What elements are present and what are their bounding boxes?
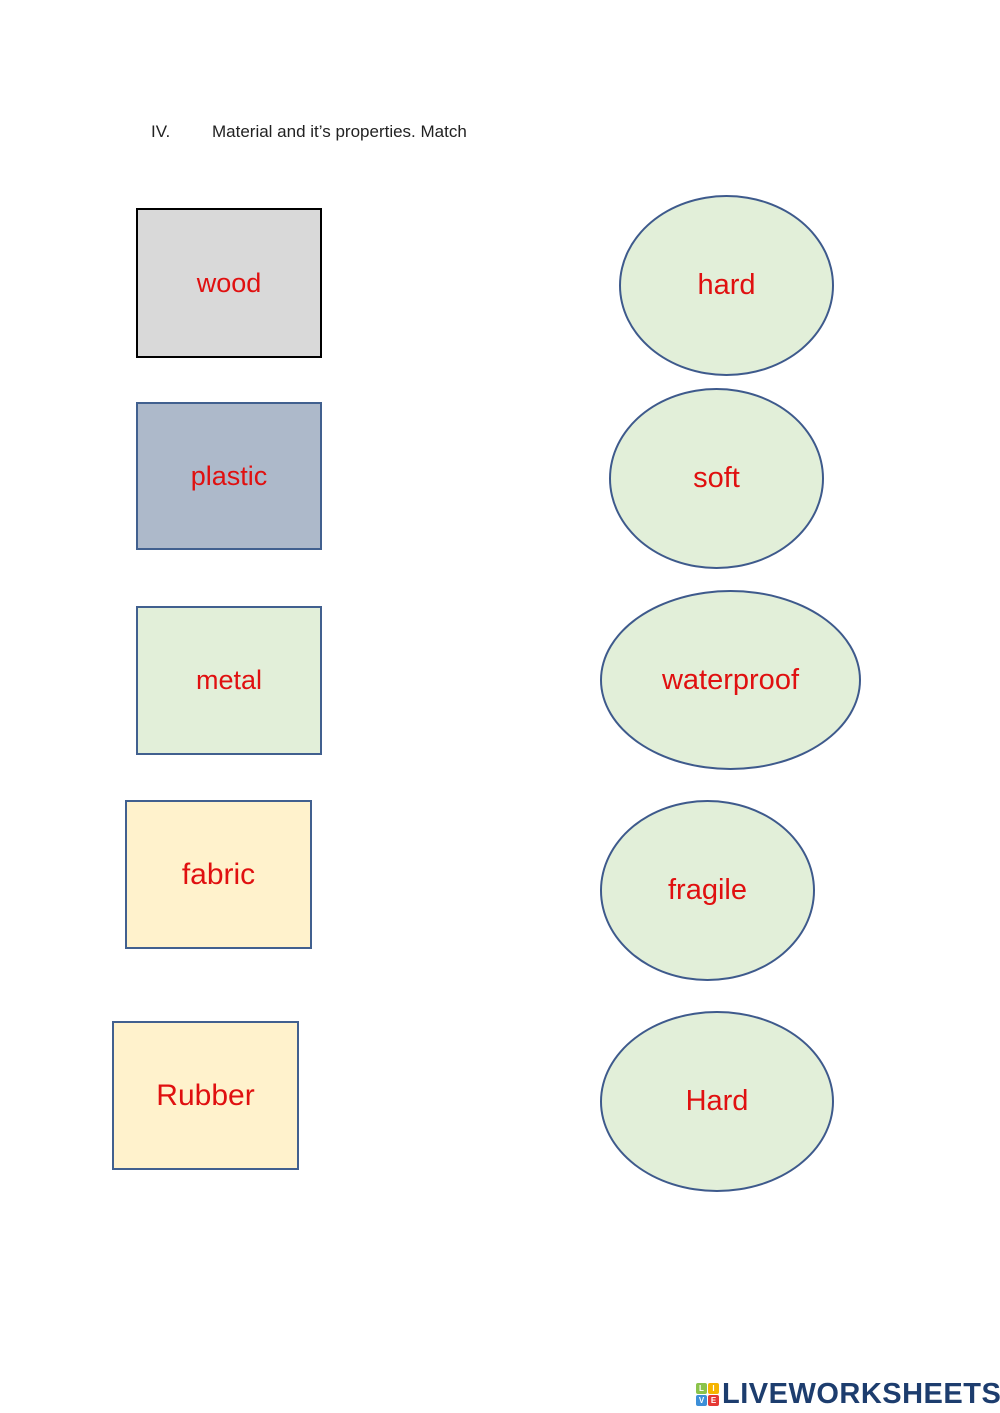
property-ellipse-hard-2[interactable]: Hard [600, 1011, 834, 1192]
live-blocks-icon: L I V E [696, 1383, 719, 1406]
property-ellipse-fragile[interactable]: fragile [600, 800, 815, 981]
material-box-wood[interactable]: wood [136, 208, 322, 358]
exercise-instruction: Material and it’s properties. Match [212, 122, 467, 141]
property-ellipse-hard[interactable]: hard [619, 195, 834, 376]
property-ellipse-soft[interactable]: soft [609, 388, 824, 569]
material-box-metal[interactable]: metal [136, 606, 322, 755]
material-label: Rubber [156, 1078, 255, 1112]
material-label: wood [196, 267, 262, 298]
exercise-number: IV. [151, 122, 171, 141]
material-label: fabric [181, 857, 256, 891]
property-label: soft [693, 462, 740, 494]
property-label: fragile [668, 874, 747, 906]
material-box-plastic[interactable]: plastic [136, 402, 322, 550]
material-label: plastic [190, 460, 268, 491]
material-box-fabric[interactable]: fabric [125, 800, 312, 949]
material-box-rubber[interactable]: Rubber [112, 1021, 299, 1170]
property-label: Hard [685, 1085, 749, 1117]
property-label: waterproof [661, 663, 799, 696]
material-label: metal [195, 665, 263, 695]
property-label: hard [697, 269, 756, 301]
liveworksheets-logo: L I V E LIVEWORKSHEETS [696, 1380, 1000, 1409]
logo-text: LIVEWORKSHEETS [722, 1378, 1000, 1410]
property-ellipse-waterproof[interactable]: waterproof [600, 590, 861, 770]
